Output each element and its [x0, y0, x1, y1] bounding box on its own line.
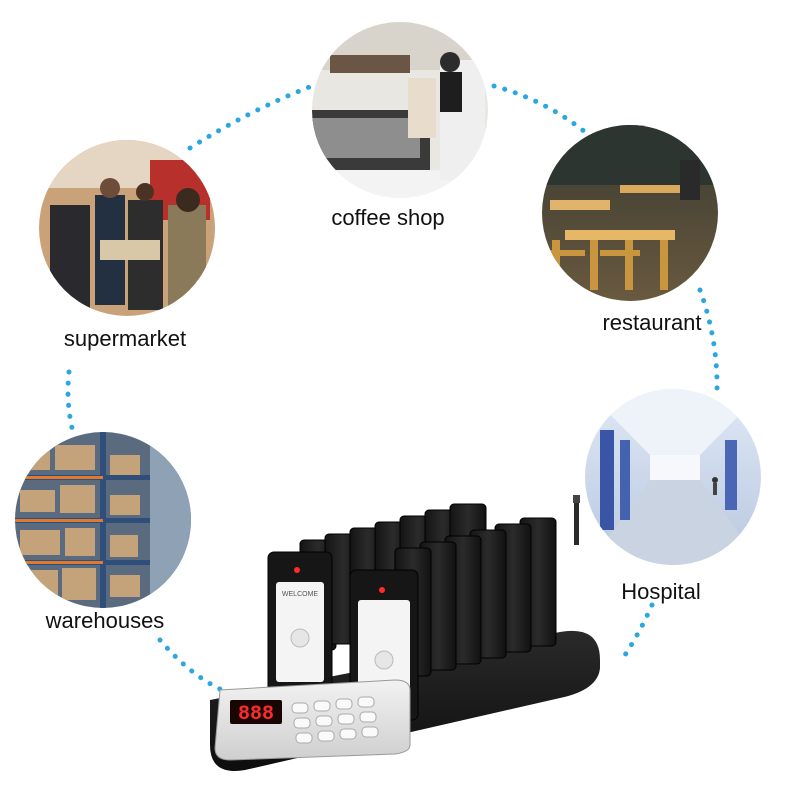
restaurant-label: restaurant [602, 310, 701, 335]
supermarket-photo [39, 140, 215, 316]
hospital-photo [585, 389, 761, 565]
hospital-label: Hospital [621, 579, 700, 604]
restaurant-photo [542, 125, 718, 301]
warehouses-label: warehouses [45, 608, 165, 633]
display-digits: 888 [238, 703, 274, 726]
coffee-shop-photo [312, 22, 488, 198]
coffee-shop-label: coffee shop [331, 205, 444, 230]
pager-welcome-label: WELCOME [282, 591, 319, 598]
supermarket-label: supermarket [64, 326, 186, 351]
dotted-connectors [65, 83, 720, 693]
keypad [291, 696, 379, 744]
pager-charging-base: WELCOME 888 [210, 495, 600, 771]
warehouses-photo [15, 432, 191, 608]
